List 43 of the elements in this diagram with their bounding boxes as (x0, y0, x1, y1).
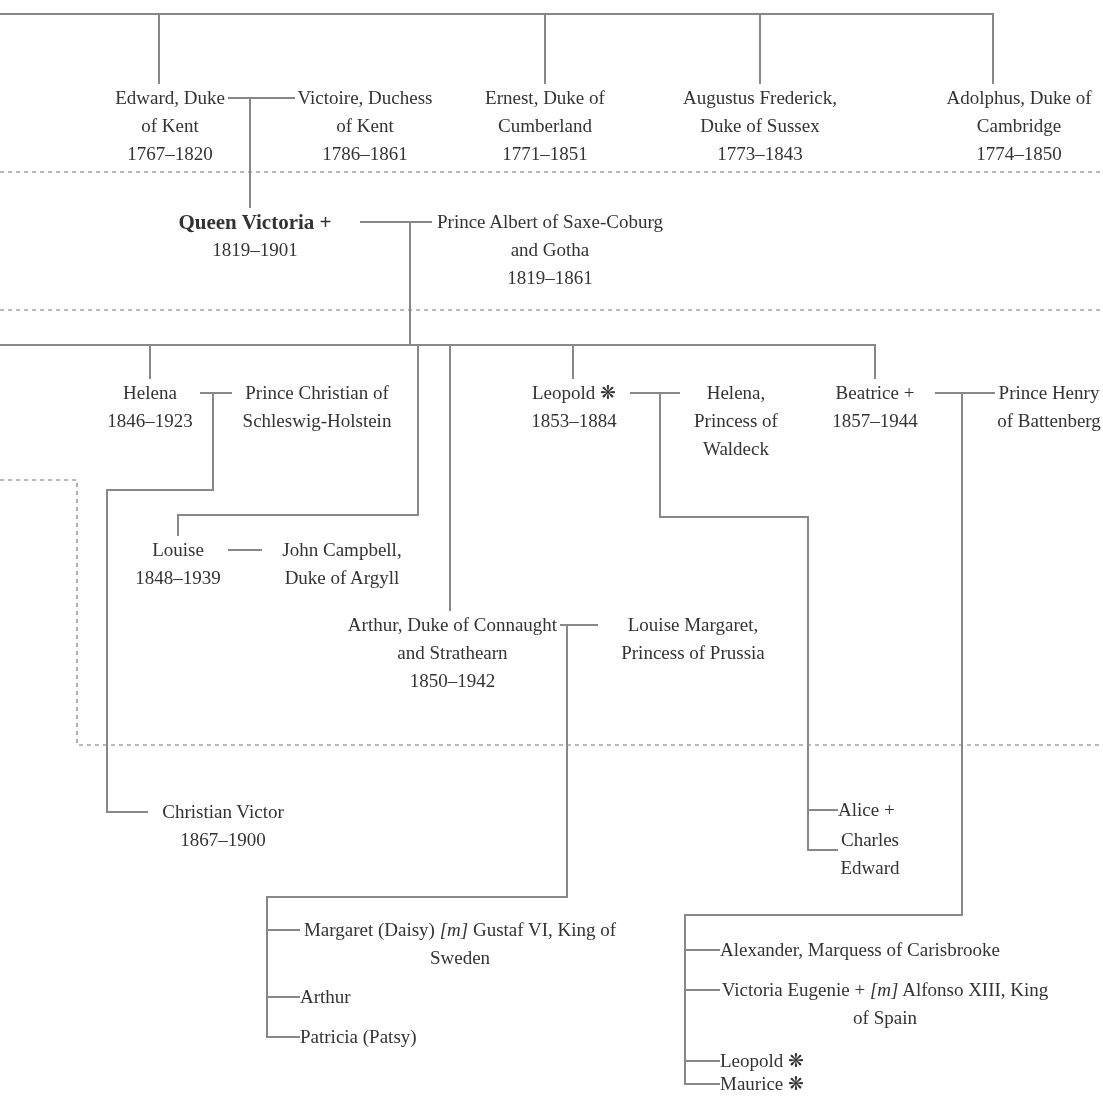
life-dates: 1848–1939 (134, 566, 222, 590)
person-name: Augustus Frederick, Duke of Sussex (681, 86, 839, 138)
life-dates: 1819–1901 (211, 238, 299, 262)
person-name: Patricia (Patsy) (300, 1025, 418, 1049)
person-name: Margaret (Daisy) [m] Gustaf VI, King of Sweden (302, 918, 618, 970)
person-name: Louise Margaret, Princess of Prussia (620, 613, 766, 665)
life-dates: 1771–1851 (501, 142, 589, 166)
person-name: Alexander, Marquess of Carisbrooke (720, 938, 1001, 962)
person-name: Beatrice + (834, 381, 916, 405)
person-name: Victoire, Duchess of Kent (296, 86, 434, 138)
person-name: Helena (122, 381, 178, 405)
family-line (249, 97, 296, 209)
person-name: Edward, Duke of Kent (114, 86, 226, 138)
life-dates: 1819–1861 (506, 266, 594, 290)
person-name: Arthur (300, 985, 352, 1009)
person-name: Alice + (838, 798, 896, 822)
life-dates: 1773–1843 (716, 142, 804, 166)
person-name: Ernest, Duke of Cumberland (484, 86, 606, 138)
person-name: Helena, Princess of Waldeck (693, 381, 779, 461)
person-name: Leopold ❋ (530, 381, 618, 405)
person-name: Queen Victoria + (177, 209, 333, 236)
person-name: Adolphus, Duke of Cambridge (945, 86, 1093, 138)
person-name: John Campbell, Duke of Argyll (281, 538, 403, 590)
person-name: Christian Victor (161, 800, 285, 824)
person-name: Prince Albert of Saxe-Coburg and Gotha (436, 210, 664, 262)
life-dates: 1853–1884 (530, 409, 618, 433)
person-name: Prince Christian of Schleswig-Holstein (241, 381, 393, 433)
person-name: Maurice ❋ (720, 1073, 806, 1095)
person-name: Prince Henry of Battenberg (996, 381, 1102, 433)
life-dates: 1850–1942 (408, 669, 497, 693)
family-line (0, 13, 994, 85)
person-name: Victoria Eugenie + [m] Alfonso XIII, King of Spain (720, 978, 1050, 1030)
life-dates: 1767–1820 (126, 142, 214, 166)
person-name: Arthur, Duke of Connaught and Strathearn (346, 613, 559, 665)
life-dates: 1846–1923 (106, 409, 194, 433)
life-dates: 1774–1850 (975, 142, 1063, 166)
life-dates: 1857–1944 (831, 409, 919, 433)
person-name: Louise (151, 538, 205, 562)
family-line (227, 549, 263, 551)
person-name: Charles Edward (839, 828, 901, 880)
life-dates: 1867–1900 (179, 828, 267, 852)
life-dates: 1786–1861 (321, 142, 409, 166)
person-name: Leopold ❋ (720, 1050, 806, 1072)
